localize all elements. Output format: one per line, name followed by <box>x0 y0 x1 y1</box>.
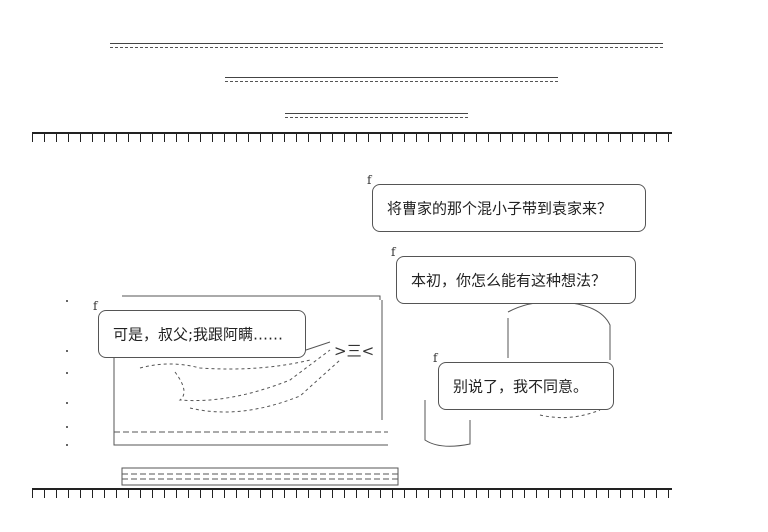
bubble-text: 本初，你怎么能有这种想法？ <box>411 271 607 290</box>
arrow-art: >三< <box>334 342 375 360</box>
bubble-mark: f <box>433 351 438 365</box>
bubble-mark: f <box>391 245 396 259</box>
speech-bubble-cao: f 将曹家的那个混小子带到袁家来？ <box>367 173 646 232</box>
bottom-tick-border <box>32 488 672 498</box>
speech-bubble-uncle: f 可是，叔父;我跟阿瞒…… <box>93 299 306 358</box>
header-line-3 <box>285 113 468 118</box>
header-line-2 <box>225 77 558 82</box>
bubble-mark: f <box>367 173 372 187</box>
speech-bubble-disagree: f 别说了，我不同意。 <box>433 351 614 410</box>
bubble-text: 将曹家的那个混小子带到袁家来？ <box>387 199 613 218</box>
bubble-mark: f <box>93 299 98 313</box>
top-tick-border <box>32 132 672 142</box>
speech-bubble-benchu: f 本初，你怎么能有这种想法？ <box>391 245 636 304</box>
bubble-text: 别说了，我不同意。 <box>453 377 589 396</box>
bubble-text: 可是，叔父;我跟阿瞒…… <box>113 325 284 344</box>
header-line-1 <box>110 43 663 48</box>
